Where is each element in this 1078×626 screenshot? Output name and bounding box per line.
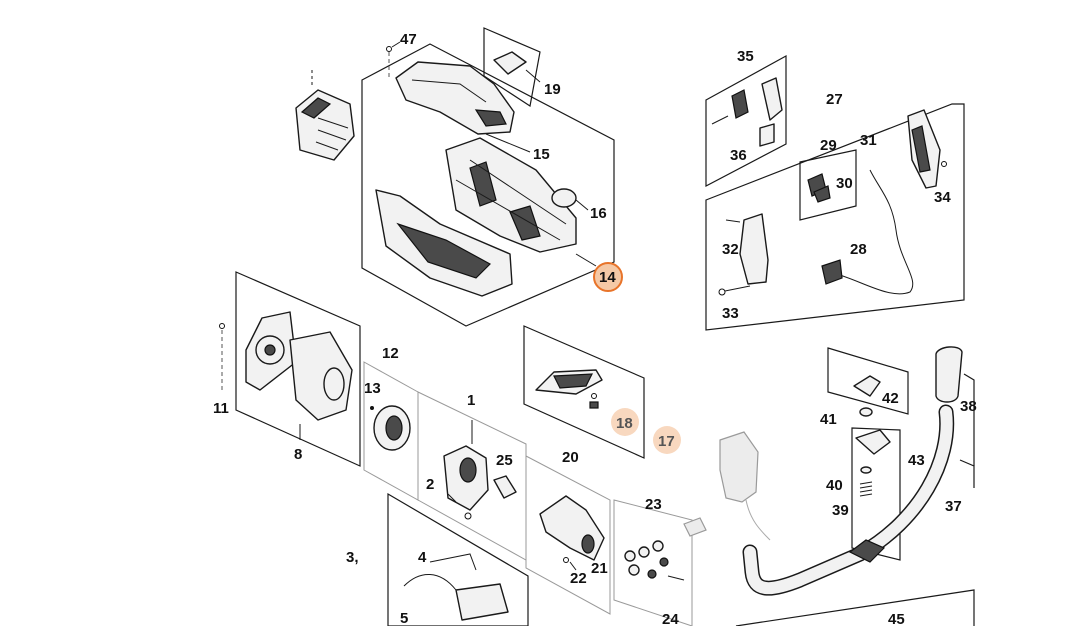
label-1: 1 [467, 392, 475, 409]
label-41: 41 [820, 411, 837, 428]
label-3: 3, [346, 549, 359, 566]
label-2: 2 [426, 476, 434, 493]
label-38: 38 [960, 398, 977, 415]
label-45: 45 [888, 611, 905, 626]
label-8: 8 [294, 446, 302, 463]
screw-part-34 [941, 161, 947, 167]
lower-housing-part [375, 189, 597, 297]
label-32: 32 [722, 241, 739, 258]
cover-group [523, 325, 645, 459]
label-47: 47 [400, 31, 417, 48]
electronics-group [387, 492, 529, 626]
fan-housing-part [289, 331, 353, 440]
label-29: 29 [820, 137, 837, 154]
motor-part [443, 420, 489, 511]
auxiliary-handle-faded [683, 431, 771, 541]
gear-housing-part [539, 495, 605, 571]
motor-group [417, 391, 527, 561]
handle-grip-right-part [907, 109, 941, 189]
screw-part-11 [219, 323, 225, 390]
label-13: 13 [364, 380, 381, 397]
upper-housing-part [395, 61, 531, 153]
housing-group [295, 27, 615, 327]
handle-grip-left-part [725, 213, 769, 285]
label-28: 28 [850, 241, 867, 258]
screw-part-33 [718, 285, 751, 296]
label-18: 18 [616, 415, 633, 432]
label-12: 12 [382, 345, 399, 362]
label-37: 37 [945, 498, 962, 515]
label-14: 14 [599, 269, 616, 286]
label-21: 21 [591, 560, 608, 577]
label-11: 11 [213, 400, 229, 417]
switch-part [807, 173, 831, 203]
label-15: 15 [533, 146, 550, 163]
label-31: 31 [860, 132, 877, 149]
label-39: 39 [832, 502, 849, 519]
label-23: 23 [645, 496, 662, 513]
label-20: 20 [562, 449, 579, 466]
screw-part-2 [447, 493, 472, 520]
inner-chassis-part [445, 137, 577, 253]
small-parts-group [613, 499, 693, 626]
highlight-14 [593, 262, 623, 292]
fan-group [219, 271, 361, 467]
label-43: 43 [908, 452, 925, 469]
label-25: 25 [496, 452, 513, 469]
clamp-part [848, 429, 891, 563]
label-30: 30 [836, 175, 853, 192]
shaft-group [735, 346, 975, 626]
cover-disc-part [551, 188, 589, 211]
label-42: 42 [882, 390, 899, 407]
handle-group [705, 54, 965, 331]
label-36: 36 [730, 147, 747, 164]
carbon-brush-part [493, 475, 517, 499]
label-4: 4 [418, 549, 427, 566]
fan-cover-part [245, 311, 297, 391]
highlight-18 [611, 408, 639, 436]
label-19: 19 [544, 81, 561, 98]
wiring-harness-part [821, 169, 914, 295]
label-34: 34 [934, 189, 951, 206]
label-5: 5 [400, 610, 408, 626]
label-16: 16 [590, 205, 607, 222]
trigger-kit-part [711, 77, 783, 147]
control-board-part [403, 553, 509, 621]
gear-housing-group [525, 455, 611, 615]
label-22: 22 [570, 570, 587, 587]
highlight-17 [653, 426, 681, 454]
knob-part-41 [853, 375, 881, 417]
label-27: 27 [826, 91, 843, 108]
bearings-part [624, 540, 685, 581]
label-17: 17 [658, 433, 675, 450]
battery-latch-part [535, 369, 603, 395]
tube-part [742, 404, 955, 596]
label-40: 40 [826, 477, 843, 494]
screw-part-47 [386, 41, 401, 78]
cap-plate-part-19 [493, 51, 541, 83]
label-33: 33 [722, 305, 739, 322]
label-24: 24 [662, 611, 679, 626]
bottom-frame-45 [735, 589, 975, 626]
battery-pack-part [295, 70, 355, 161]
screw-part-18 [589, 393, 599, 409]
hand-grip-part [935, 346, 963, 403]
label-35: 35 [737, 48, 754, 65]
impeller-part [370, 405, 411, 451]
